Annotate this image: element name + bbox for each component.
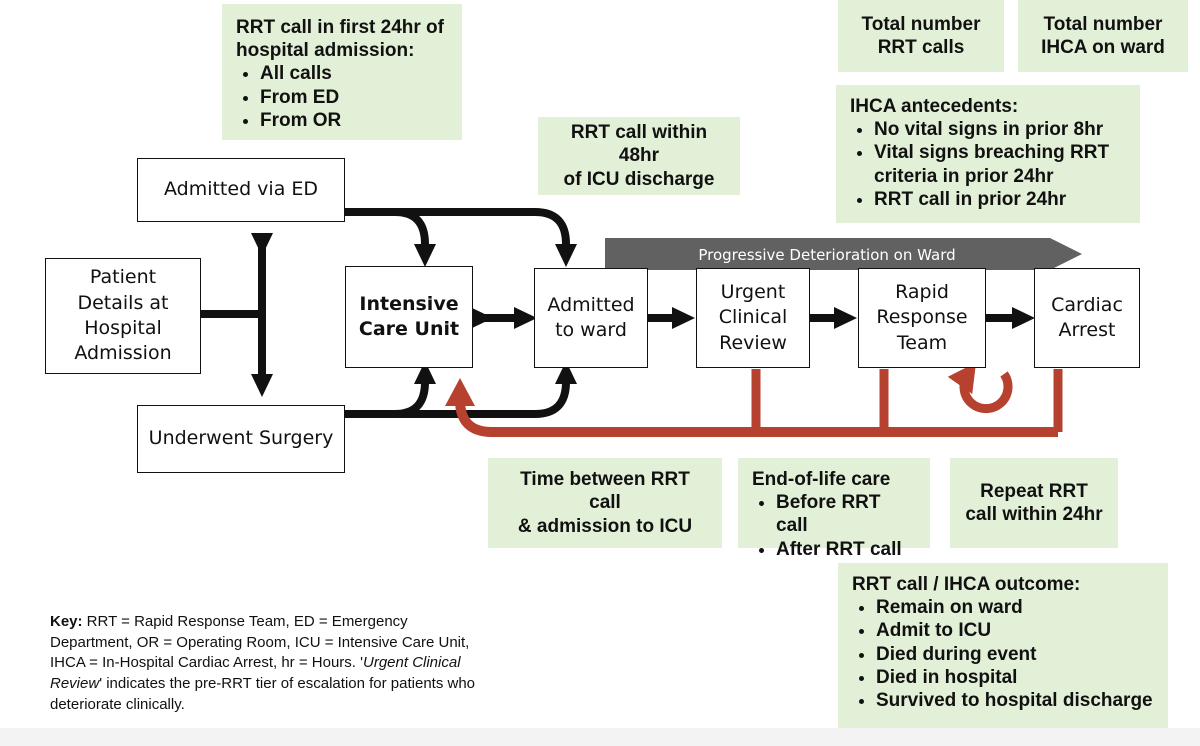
return-to-icu-arrow bbox=[445, 378, 1058, 437]
key-quote: ' bbox=[360, 654, 363, 672]
note-list: All calls From ED From OR bbox=[236, 62, 448, 132]
list-item: Vital signs breaching RRT criteria in pr… bbox=[874, 141, 1126, 187]
key-italic-term: Urgent Clinical Review bbox=[50, 654, 461, 693]
underwent-surgery-box: Underwent Surgery bbox=[137, 405, 345, 473]
note-repeat-rrt: Repeat RRT call within 24hr bbox=[950, 458, 1118, 548]
icu-box: Intensive Care Unit bbox=[345, 266, 473, 368]
note-ihca-antecedents: IHCA antecedents: No vital signs in prio… bbox=[836, 85, 1140, 223]
list-item: After RRT call bbox=[776, 538, 916, 561]
note-end-of-life-care: End-of-life care Before RRT call After R… bbox=[738, 458, 930, 560]
note-list: No vital signs in prior 8hr Vital signs … bbox=[850, 118, 1126, 211]
ed-to-icu-arrow bbox=[344, 208, 436, 267]
note-first-24hr: RRT call in first 24hr of hospital admis… bbox=[222, 4, 462, 140]
key-text: RRT = Rapid Response Team, ED = Emergenc… bbox=[50, 613, 470, 672]
list-item: Remain on ward bbox=[876, 596, 1154, 619]
note-icu-discharge: RRT call within 48hr of ICU discharge bbox=[538, 117, 740, 195]
note-outcome: RRT call / IHCA outcome: Remain on ward … bbox=[838, 563, 1168, 729]
note-title: End-of-life care bbox=[752, 469, 891, 490]
ed-to-ward-arrow bbox=[395, 208, 577, 267]
admitted-via-ed-box: Admitted via ED bbox=[137, 158, 345, 222]
note-title: RRT call in first 24hr of hospital admis… bbox=[236, 17, 444, 62]
list-item: No vital signs in prior 8hr bbox=[874, 118, 1126, 141]
list-item: Survived to hospital discharge bbox=[876, 689, 1154, 712]
list-item: From ED bbox=[260, 86, 448, 109]
urgent-clinical-review-box: Urgent Clinical Review bbox=[696, 268, 810, 368]
note-list: Remain on ward Admit to ICU Died during … bbox=[852, 596, 1154, 712]
note-title: RRT call / IHCA outcome: bbox=[852, 574, 1081, 595]
list-item: Admit to ICU bbox=[876, 619, 1154, 642]
list-item: All calls bbox=[260, 62, 448, 85]
patient-details-box: Patient Details at Hospital Admission bbox=[45, 258, 201, 374]
list-item: Before RRT call bbox=[776, 491, 916, 537]
key-legend: Key: RRT = Rapid Response Team, ED = Eme… bbox=[50, 612, 490, 715]
note-title: IHCA antecedents: bbox=[850, 96, 1019, 117]
note-total-rrt-calls: Total number RRT calls bbox=[838, 0, 1004, 72]
rapid-response-team-box: Rapid Response Team bbox=[858, 268, 986, 368]
progressive-deterioration-banner bbox=[605, 238, 1082, 270]
admitted-to-ward-box: Admitted to ward bbox=[534, 268, 648, 368]
surgery-to-icu-arrow bbox=[344, 361, 436, 418]
banner-label: Progressive Deterioration on Ward bbox=[698, 246, 956, 264]
note-total-ihca: Total number IHCA on ward bbox=[1018, 0, 1188, 72]
note-list: Before RRT call After RRT call bbox=[752, 491, 916, 561]
surgery-to-ward-arrow bbox=[395, 361, 577, 418]
cardiac-arrest-box: Cardiac Arrest bbox=[1034, 268, 1140, 368]
repeat-rrt-loop-arrow bbox=[947, 362, 1013, 414]
key-text-2: ' indicates the pre-RRT tier of escalati… bbox=[50, 675, 476, 713]
list-item: Died during event bbox=[876, 643, 1154, 666]
key-label: Key: bbox=[50, 613, 83, 630]
bottom-strip bbox=[0, 728, 1200, 746]
list-item: RRT call in prior 24hr bbox=[874, 188, 1126, 211]
list-item: Died in hospital bbox=[876, 666, 1154, 689]
list-item: From OR bbox=[260, 109, 448, 132]
note-time-between: Time between RRT call & admission to ICU bbox=[488, 458, 722, 548]
